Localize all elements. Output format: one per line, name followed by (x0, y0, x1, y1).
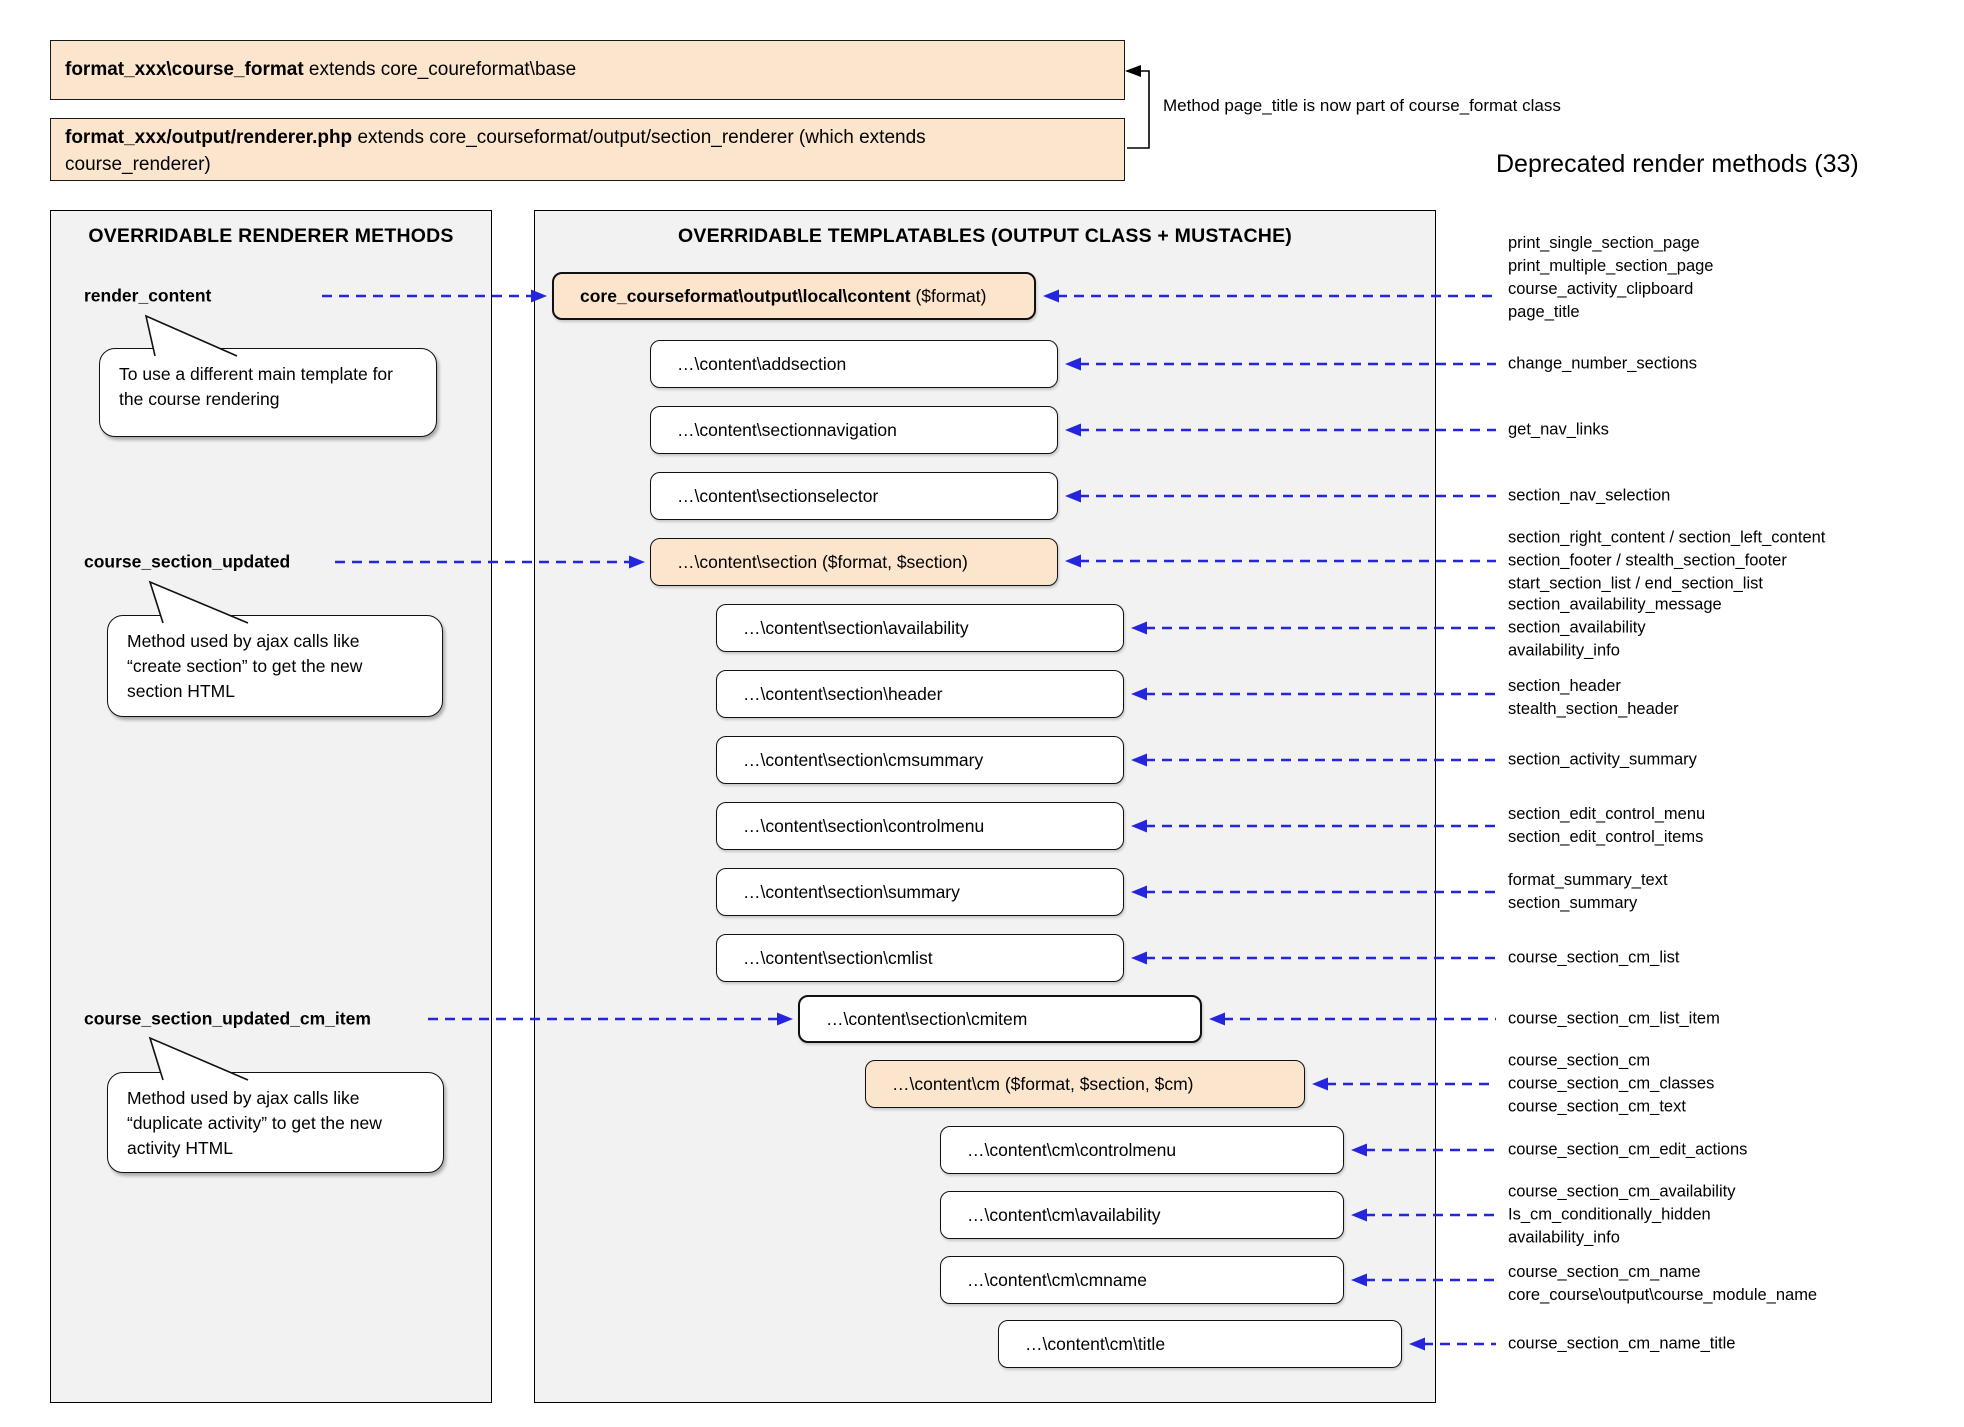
deprecated-method-group-7: section_header stealth_section_header (1508, 675, 1679, 721)
deprecated-method-group-12: course_section_cm_list_item (1508, 1008, 1720, 1031)
templatable-box-sectionnavigation: …\content\sectionnavigation (650, 406, 1058, 454)
deprecated-method-group-16: course_section_cm_name core_course\output… (1508, 1261, 1817, 1307)
deprecated-method-name: start_section_list / end_section_list (1508, 574, 1763, 593)
deprecated-method-name: Is_cm_conditionally_hidden (1508, 1205, 1711, 1224)
class-box-renderer: format_xxx/output/renderer.php extends c… (50, 118, 1125, 181)
deprecated-method-name: change_number_sections (1508, 354, 1697, 373)
callout-bubble-line: “create section” to get the new (127, 656, 363, 676)
deprecated-method-name: course_section_cm_list_item (1508, 1009, 1720, 1028)
deprecated-method-group-1: print_single_section_page print_multiple_… (1508, 232, 1713, 324)
deprecated-method-name: section_nav_selection (1508, 486, 1671, 505)
deprecated-method-name: availability_info (1508, 1228, 1620, 1247)
deprecated-method-name: section_right_content / section_left_con… (1508, 528, 1826, 547)
templatable-box-cm_availability: …\content\cm\availability (940, 1191, 1344, 1239)
deprecated-method-name: page_title (1508, 303, 1580, 321)
callout-bubble-1: To use a different main template for the … (99, 348, 437, 437)
deprecated-method-name: section_edit_control_menu (1508, 805, 1706, 823)
deprecated-method-name: course_section_cm_list (1508, 948, 1680, 967)
deprecated-methods-title: Deprecated render methods (33) (1496, 150, 1859, 178)
templatable-box-sec_summary: …\content\section\summary (716, 868, 1124, 916)
templatable-box-section: …\content\section ($format, $section) (650, 538, 1058, 586)
deprecated-method-group-13: course_section_cm course_section_cm_class… (1508, 1050, 1714, 1119)
deprecated-method-name: course_section_cm_text (1508, 1097, 1686, 1116)
templatables-panel-title: OVERRIDABLE TEMPLATABLES (OUTPUT CLASS +… (678, 225, 1292, 247)
deprecated-method-group-6: section_availability_message section_avai… (1508, 594, 1722, 663)
templatable-box-cm_controlmenu: …\content\cm\controlmenu (940, 1126, 1344, 1174)
templatable-box-addsection: …\content\addsection (650, 340, 1058, 388)
deprecated-method-group-3: get_nav_links (1508, 419, 1609, 442)
class-box-course-format-text: format_xxx\course_format extends core_co… (65, 59, 577, 80)
class-box-renderer-text: format_xxx/output/renderer.php extends c… (65, 127, 926, 148)
renderer-methods-panel-title: OVERRIDABLE RENDERER METHODS (88, 225, 454, 247)
templatable-box-sec_controlmenu: …\content\section\controlmenu (716, 802, 1124, 850)
callout-bubble-line: To use a different main template for (119, 364, 393, 384)
deprecated-method-group-10: format_summary_text section_summary (1508, 869, 1668, 915)
deprecated-method-name: stealth_section_header (1508, 700, 1679, 718)
method-label-render_content: render_content (84, 285, 212, 306)
deprecated-method-group-11: course_section_cm_list (1508, 947, 1680, 970)
deprecated-method-name: course_section_cm (1508, 1051, 1651, 1070)
deprecated-method-name: print_single_section_page (1508, 234, 1700, 252)
deprecated-method-name: section_availability_message (1508, 595, 1722, 614)
deprecated-method-group-2: change_number_sections (1508, 353, 1697, 376)
deprecated-method-name: course_section_cm_edit_actions (1508, 1140, 1748, 1159)
callout-bubble-line: “duplicate activity” to get the new (127, 1113, 382, 1133)
deprecated-method-name: core_course\output\course_module_name (1508, 1286, 1818, 1304)
deprecated-method-group-17: course_section_cm_name_title (1508, 1333, 1735, 1356)
class-box-renderer-text-line2: course_renderer) (65, 154, 211, 175)
deprecated-method-name: course_section_cm_name (1508, 1263, 1701, 1281)
deprecated-method-name: get_nav_links (1508, 420, 1609, 439)
templatable-box-cm_title: …\content\cm\title (998, 1320, 1402, 1368)
deprecated-method-name: print_multiple_section_page (1508, 257, 1714, 275)
method-label-course_section_updated: course_section_updated (84, 551, 291, 572)
page-title-note: Method page_title is now part of course_… (1163, 96, 1561, 115)
templatable-box-sec_cmitem: …\content\section\cmitem (798, 995, 1202, 1043)
deprecated-method-name: section_header (1508, 677, 1621, 695)
templatable-box-sec_cmlist: …\content\section\cmlist (716, 934, 1124, 982)
callout-bubble-line: Method used by ajax calls like (127, 1088, 360, 1108)
deprecated-method-name: section_summary (1508, 894, 1638, 912)
callout-bubble-2: Method used by ajax calls like “create se… (107, 615, 443, 717)
deprecated-method-name: course_activity_clipboard (1508, 280, 1694, 298)
deprecated-method-name: section_activity_summary (1508, 750, 1697, 769)
templatable-box-sec_availability: …\content\section\availability (716, 604, 1124, 652)
templatable-box-cm_cmname: …\content\cm\cmname (940, 1256, 1344, 1304)
deprecated-method-group-9: section_edit_control_menu section_edit_co… (1508, 803, 1705, 849)
templatable-box-sectionselector: …\content\sectionselector (650, 472, 1058, 520)
callout-bubble-line: activity HTML (127, 1138, 233, 1158)
deprecated-method-name: section_edit_control_items (1508, 828, 1704, 846)
callout-bubble-line: the course rendering (119, 389, 280, 409)
templatable-box-content: core_courseformat\output\local\content (… (552, 272, 1036, 320)
deprecated-method-group-14: course_section_cm_edit_actions (1508, 1139, 1747, 1162)
deprecated-method-name: section_footer / stealth_section_footer (1508, 551, 1787, 570)
templatable-box-sec_cmsummary: …\content\section\cmsummary (716, 736, 1124, 784)
callout-bubble-line: section HTML (127, 681, 235, 701)
deprecated-method-name: availability_info (1508, 641, 1620, 660)
callout-bubble-line: Method used by ajax calls like (127, 631, 360, 651)
deprecated-method-name: course_section_cm_classes (1508, 1074, 1715, 1093)
callout-bubble-3: Method used by ajax calls like “duplicate… (107, 1072, 444, 1173)
deprecated-method-name: course_section_cm_availability (1508, 1182, 1736, 1201)
deprecated-method-group-8: section_activity_summary (1508, 749, 1697, 772)
templatable-box-content-classname: core_courseformat\output\local\content (580, 285, 911, 306)
deprecated-method-group-4: section_nav_selection (1508, 485, 1670, 508)
method-label-course_section_updated_cm_item: course_section_updated_cm_item (84, 1008, 371, 1029)
templatable-box-cm: …\content\cm ($format, $section, $cm) (865, 1060, 1305, 1108)
deprecated-method-name: section_availability (1508, 618, 1646, 637)
deprecated-method-group-5: section_right_content / section_left_con… (1508, 527, 1825, 596)
templatable-box-sec_header: …\content\section\header (716, 670, 1124, 718)
deprecated-method-name: course_section_cm_name_title (1508, 1334, 1736, 1353)
class-box-course-format: format_xxx\course_format extends core_co… (50, 40, 1125, 100)
deprecated-method-name: format_summary_text (1508, 871, 1668, 889)
